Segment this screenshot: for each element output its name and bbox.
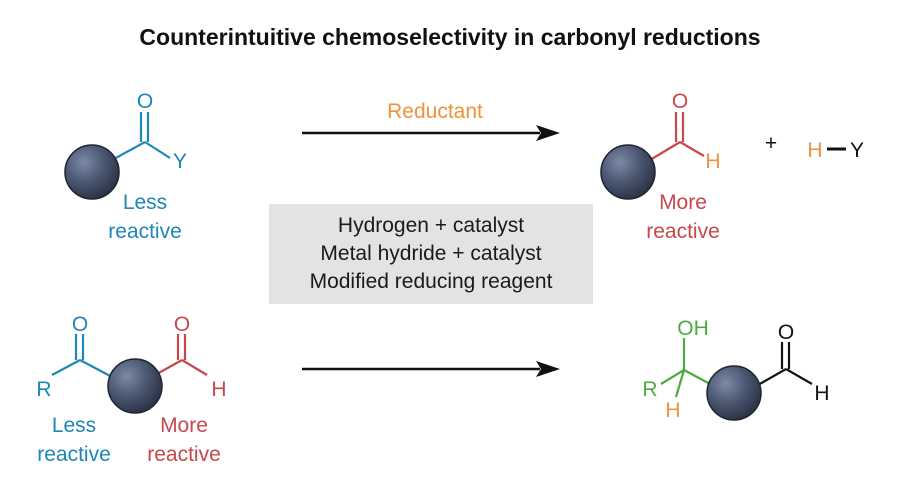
- bond: [79, 359, 113, 378]
- bottom-reaction-arrow: [302, 361, 560, 377]
- atom-h: H: [665, 399, 680, 422]
- condition-item: Modified reducing reagent: [310, 270, 553, 293]
- reactivity-label: reactive: [147, 443, 221, 466]
- atom-o: O: [174, 313, 190, 336]
- condition-item: Hydrogen + catalyst: [338, 214, 524, 237]
- bottom-product: OH R H O H: [642, 317, 829, 422]
- atom-o: O: [137, 90, 153, 113]
- top-reaction-arrow: [302, 125, 560, 141]
- reactivity-label: Less: [123, 191, 167, 214]
- atom-h: H: [814, 382, 829, 405]
- top-product: O H More reactive: [600, 90, 721, 243]
- atom-o: O: [72, 313, 88, 336]
- atom-r: R: [642, 378, 657, 401]
- atom-r: R: [36, 378, 51, 401]
- conditions-box: Hydrogen + catalyst Metal hydride + cata…: [269, 204, 593, 304]
- reactivity-label: Less: [52, 414, 96, 437]
- conditions-background: [269, 204, 593, 304]
- atom-y: Y: [850, 139, 864, 162]
- bond: [649, 141, 681, 161]
- reactivity-label: reactive: [108, 220, 182, 243]
- atom-y: Y: [173, 150, 187, 173]
- bond: [51, 359, 81, 376]
- reagent-label: Reductant: [387, 100, 483, 123]
- atom-h: H: [211, 378, 226, 401]
- bond: [660, 369, 685, 385]
- reactivity-label: More: [659, 191, 707, 214]
- bond: [154, 359, 183, 376]
- diagram-title: Counterintuitive chemoselectivity in car…: [139, 24, 760, 50]
- substrate-sphere: [107, 358, 163, 414]
- reactivity-label: reactive: [37, 443, 111, 466]
- bond: [679, 141, 705, 157]
- reactivity-label: More: [160, 414, 208, 437]
- atom-h: H: [705, 150, 720, 173]
- bond: [181, 359, 208, 376]
- bond: [144, 141, 171, 159]
- bottom-reactant: R O O H Less reactive More reactive: [36, 313, 226, 466]
- plus-sign: +: [765, 132, 777, 155]
- bond: [683, 369, 713, 386]
- bond: [757, 368, 787, 386]
- atom-o: O: [672, 90, 688, 113]
- substrate-sphere: [600, 144, 656, 200]
- bond: [674, 369, 686, 398]
- reactivity-label: reactive: [646, 220, 720, 243]
- bond: [111, 141, 146, 161]
- substrate-sphere: [64, 144, 120, 200]
- substrate-sphere: [706, 365, 762, 421]
- condition-item: Metal hydride + catalyst: [320, 242, 541, 265]
- top-reactant: O Y Less reactive: [64, 90, 187, 243]
- atom-o: O: [778, 321, 794, 344]
- atom-oh: OH: [677, 317, 709, 340]
- bond: [785, 368, 813, 385]
- byproduct-hy: H Y: [807, 139, 864, 162]
- atom-h: H: [807, 139, 822, 162]
